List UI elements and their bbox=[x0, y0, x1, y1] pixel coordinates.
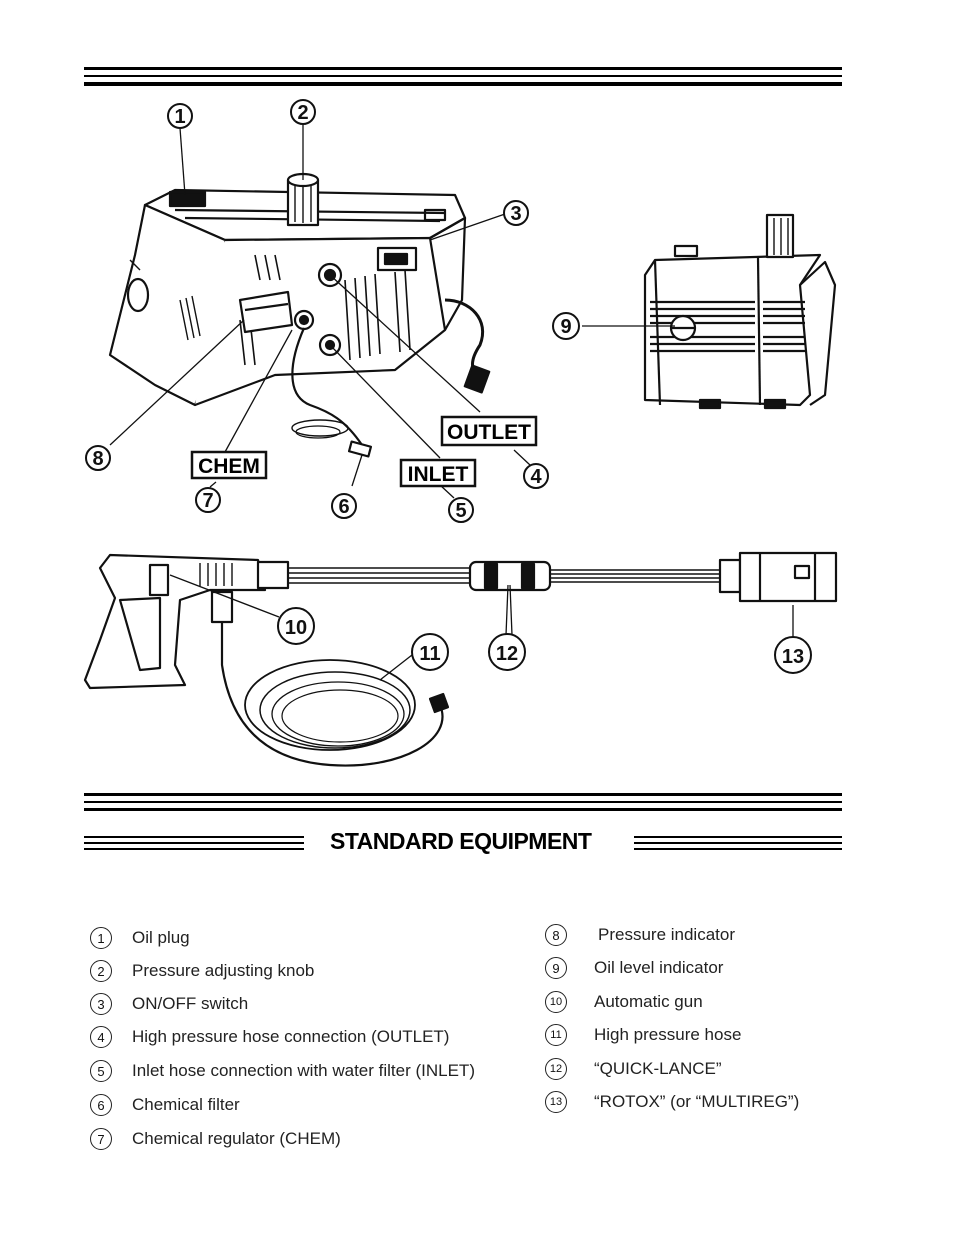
chem-label: CHEM bbox=[198, 455, 260, 478]
marker-1: 1 bbox=[174, 106, 185, 128]
legend-label: Automatic gun bbox=[594, 992, 703, 1011]
legend-item-7: 7 Chemical regulator (CHEM) bbox=[90, 1126, 341, 1152]
heading-left-lines bbox=[84, 836, 304, 854]
marker-13: 13 bbox=[782, 646, 804, 668]
gun-and-lance bbox=[83, 551, 838, 767]
legend-number: 7 bbox=[90, 1128, 112, 1150]
marker-3: 3 bbox=[510, 203, 521, 225]
marker-12: 12 bbox=[496, 643, 518, 665]
legend-label: Pressure indicator bbox=[598, 925, 736, 944]
outlet-label: OUTLET bbox=[447, 421, 531, 444]
legend-label: ON/OFF switch bbox=[132, 994, 249, 1013]
legend-number: 1 bbox=[90, 927, 112, 949]
section-title: STANDARD EQUIPMENT bbox=[330, 828, 592, 854]
legend-number: 5 bbox=[90, 1060, 112, 1082]
inlet-label: INLET bbox=[408, 463, 469, 486]
chem-callout: CHEM bbox=[190, 450, 268, 480]
legend-number: 3 bbox=[90, 993, 112, 1015]
legend-number: 8 bbox=[545, 924, 567, 946]
legend-item-2: 2 Pressure adjusting knob bbox=[90, 958, 314, 984]
marker-7: 7 bbox=[202, 490, 213, 512]
legend-label: “QUICK-LANCE” bbox=[594, 1059, 722, 1078]
outlet-callout: OUTLET bbox=[440, 415, 538, 447]
legend-number: 6 bbox=[90, 1094, 112, 1116]
legend-label: Oil plug bbox=[132, 928, 190, 947]
legend-label: Oil level indicator bbox=[594, 958, 724, 977]
legend-label: “ROTOX” (or “MULTIREG”) bbox=[594, 1092, 800, 1111]
legend-label: Chemical filter bbox=[132, 1095, 240, 1114]
legend-item-1: 1 Oil plug bbox=[90, 925, 190, 951]
legend-item-9: 9 Oil level indicator bbox=[545, 955, 723, 981]
marker-9: 9 bbox=[560, 316, 571, 338]
legend-item-8: 8 Pressure indicator bbox=[545, 922, 735, 948]
legend-item-5: 5 Inlet hose connection with water filte… bbox=[90, 1058, 475, 1084]
legend-label: Pressure adjusting knob bbox=[132, 961, 315, 980]
legend-item-3: 3 ON/OFF switch bbox=[90, 991, 248, 1017]
legend-number: 13 bbox=[545, 1091, 567, 1113]
inlet-callout: INLET bbox=[399, 458, 477, 488]
marker-2: 2 bbox=[297, 102, 308, 124]
marker-4: 4 bbox=[530, 466, 542, 488]
legend-number: 11 bbox=[545, 1024, 567, 1046]
marker-10: 10 bbox=[285, 617, 307, 639]
legend-label: High pressure hose bbox=[594, 1025, 742, 1044]
legend-item-6: 6 Chemical filter bbox=[90, 1092, 240, 1118]
legend-item-10: 10 Automatic gun bbox=[545, 989, 703, 1015]
marker-6: 6 bbox=[338, 496, 349, 518]
legend-number: 2 bbox=[90, 960, 112, 982]
equipment-illustration: OUTLET CHEM INLET 1 2 3 4 5 6 7 8 9 10 1… bbox=[83, 99, 838, 767]
side-view-unit bbox=[643, 213, 837, 410]
marker-5: 5 bbox=[455, 500, 466, 522]
legend-item-12: 12 “QUICK-LANCE” bbox=[545, 1056, 722, 1082]
marker-11: 11 bbox=[419, 643, 440, 665]
legend-item-11: 11 High pressure hose bbox=[545, 1022, 741, 1048]
legend-number: 12 bbox=[545, 1058, 567, 1080]
legend-number: 9 bbox=[545, 957, 567, 979]
legend-label: High pressure hose connection (OUTLET) bbox=[132, 1027, 450, 1046]
heading-right-lines bbox=[634, 836, 842, 854]
legend-number: 10 bbox=[545, 991, 567, 1013]
legend-item-4: 4 High pressure hose connection (OUTLET) bbox=[90, 1024, 449, 1050]
legend-item-13: 13 “ROTOX” (or “MULTIREG”) bbox=[545, 1089, 799, 1115]
legend-number: 4 bbox=[90, 1026, 112, 1048]
legend-label: Inlet hose connection with water filter … bbox=[132, 1061, 475, 1080]
pressure-washer-unit bbox=[108, 172, 491, 458]
marker-8: 8 bbox=[92, 448, 103, 470]
legend-label: Chemical regulator (CHEM) bbox=[132, 1129, 341, 1148]
